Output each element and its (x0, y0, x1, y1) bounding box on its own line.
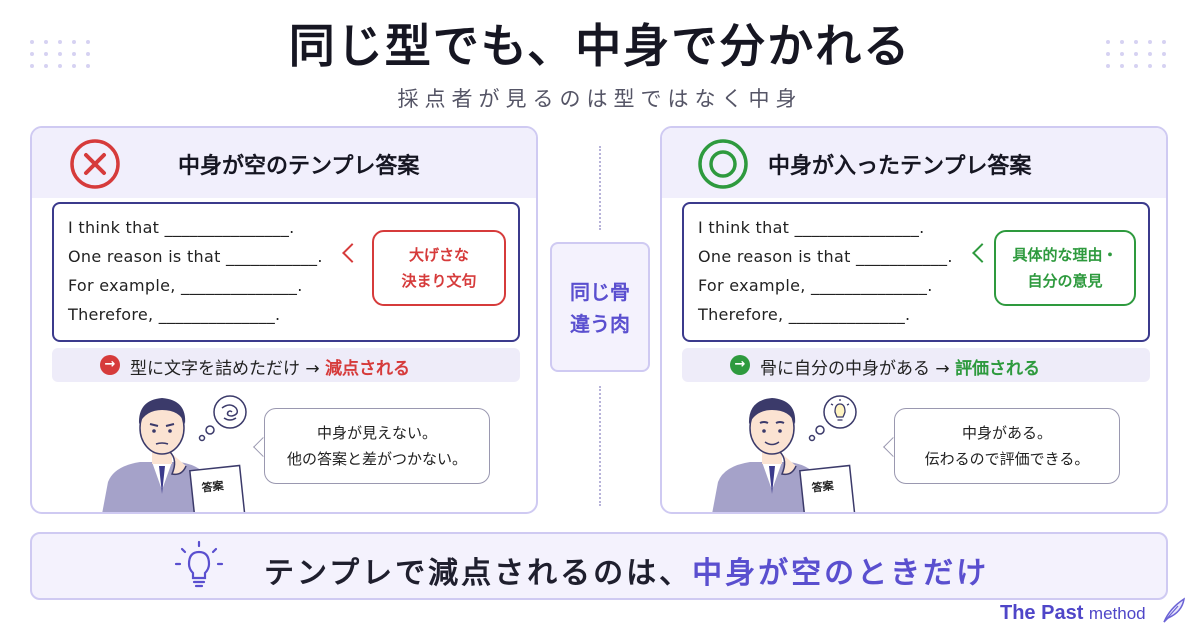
callout-line: 具体的な理由・ (1012, 246, 1118, 264)
template-answer-box: I think that _______________. One reason… (52, 202, 520, 342)
panel-empty-template: 中身が空のテンプレ答案 I think that _______________… (30, 126, 538, 514)
callout-line: 大げさな (408, 246, 469, 264)
lightbulb-icon (174, 540, 224, 588)
center-divider-bottom (599, 386, 601, 506)
speech-line: 中身がある。 (961, 424, 1052, 442)
decorative-dots-right (1106, 40, 1168, 68)
panel-header: 中身が空のテンプレ答案 (32, 128, 536, 198)
page-subtitle: 採点者が見るのは型ではなく中身 (397, 87, 803, 111)
result-bar: → 型に文字を詰めただけ → 減点される (52, 348, 520, 382)
center-line-2: 違う肉 (570, 312, 630, 336)
paper-label: 答案 (201, 478, 225, 494)
conclusion-banner: テンプレで減点されるのは、中身が空のときだけ (30, 532, 1168, 600)
callout-reason: 具体的な理由・ 自分の意見 (994, 230, 1136, 306)
grader-speech-bubble: 中身がある。 伝わるので評価できる。 (894, 408, 1120, 484)
brand-suffix: method (1088, 604, 1146, 623)
result-highlight: 減点される (325, 359, 411, 379)
arrow-right-icon: → (100, 355, 120, 375)
confused-swirl-icon (198, 395, 247, 442)
template-line: For example, ______________. (698, 276, 933, 295)
page-title: 同じ型でも、中身で分かれる (288, 19, 912, 73)
cross-circle-icon (70, 139, 120, 189)
callout-line: 決まり文句 (401, 272, 477, 290)
lightbulb-icon (808, 395, 857, 442)
result-prefix: 型に文字を詰めただけ → (130, 359, 320, 379)
template-line: One reason is that ___________. (68, 247, 323, 266)
panel-header: 中身が入ったテンプレ答案 (662, 128, 1166, 198)
feather-icon (1163, 597, 1185, 623)
template-answer-box: I think that _______________. One reason… (682, 202, 1150, 342)
result-text: 骨に自分の中身がある → 評価される (760, 354, 1040, 379)
callout-cliche: 大げさな 決まり文句 (372, 230, 506, 306)
brand-name: The Past (1000, 602, 1084, 624)
grader-speech-bubble: 中身が見えない。 他の答案と差がつかない。 (264, 408, 490, 484)
panel-heading: 中身が空のテンプレ答案 (178, 154, 420, 179)
grader-person-illustration: 答案 (712, 398, 856, 512)
result-highlight: 評価される (955, 359, 1041, 379)
result-bar: → 骨に自分の中身がある → 評価される (682, 348, 1150, 382)
template-line: Therefore, ______________. (68, 305, 281, 324)
result-prefix: 骨に自分の中身がある → (760, 359, 950, 379)
arrow-right-icon: → (730, 355, 750, 375)
brand-logo: The Past method (1000, 602, 1146, 625)
grader-person-illustration: 答案 (102, 398, 246, 512)
paper-label: 答案 (811, 478, 835, 494)
panel-filled-template: 中身が入ったテンプレ答案 I think that ______________… (660, 126, 1168, 514)
speech-line: 伝わるので評価できる。 (924, 450, 1090, 468)
speech-line: 中身が見えない。 (316, 424, 437, 442)
conclusion-text: テンプレで減点されるのは、中身が空のときだけ (264, 548, 989, 592)
speech-line: 他の答案と差がつかない。 (286, 450, 467, 468)
template-line: One reason is that ___________. (698, 247, 953, 266)
conclusion-highlight: 中身が空のときだけ (692, 556, 990, 591)
decorative-dots-left (30, 40, 92, 68)
center-label-box: 同じ骨 違う肉 (550, 242, 650, 372)
center-divider-top (599, 146, 601, 230)
center-line-1: 同じ骨 (570, 280, 630, 304)
template-line: Therefore, ______________. (698, 305, 911, 324)
double-circle-icon (698, 139, 748, 189)
result-text: 型に文字を詰めただけ → 減点される (130, 354, 410, 379)
template-line: I think that _______________. (68, 218, 295, 237)
template-line: I think that _______________. (698, 218, 925, 237)
panel-heading: 中身が入ったテンプレ答案 (768, 154, 1032, 179)
callout-line: 自分の意見 (1027, 272, 1103, 290)
conclusion-prefix: テンプレで減点されるのは、 (264, 556, 693, 591)
template-line: For example, ______________. (68, 276, 303, 295)
